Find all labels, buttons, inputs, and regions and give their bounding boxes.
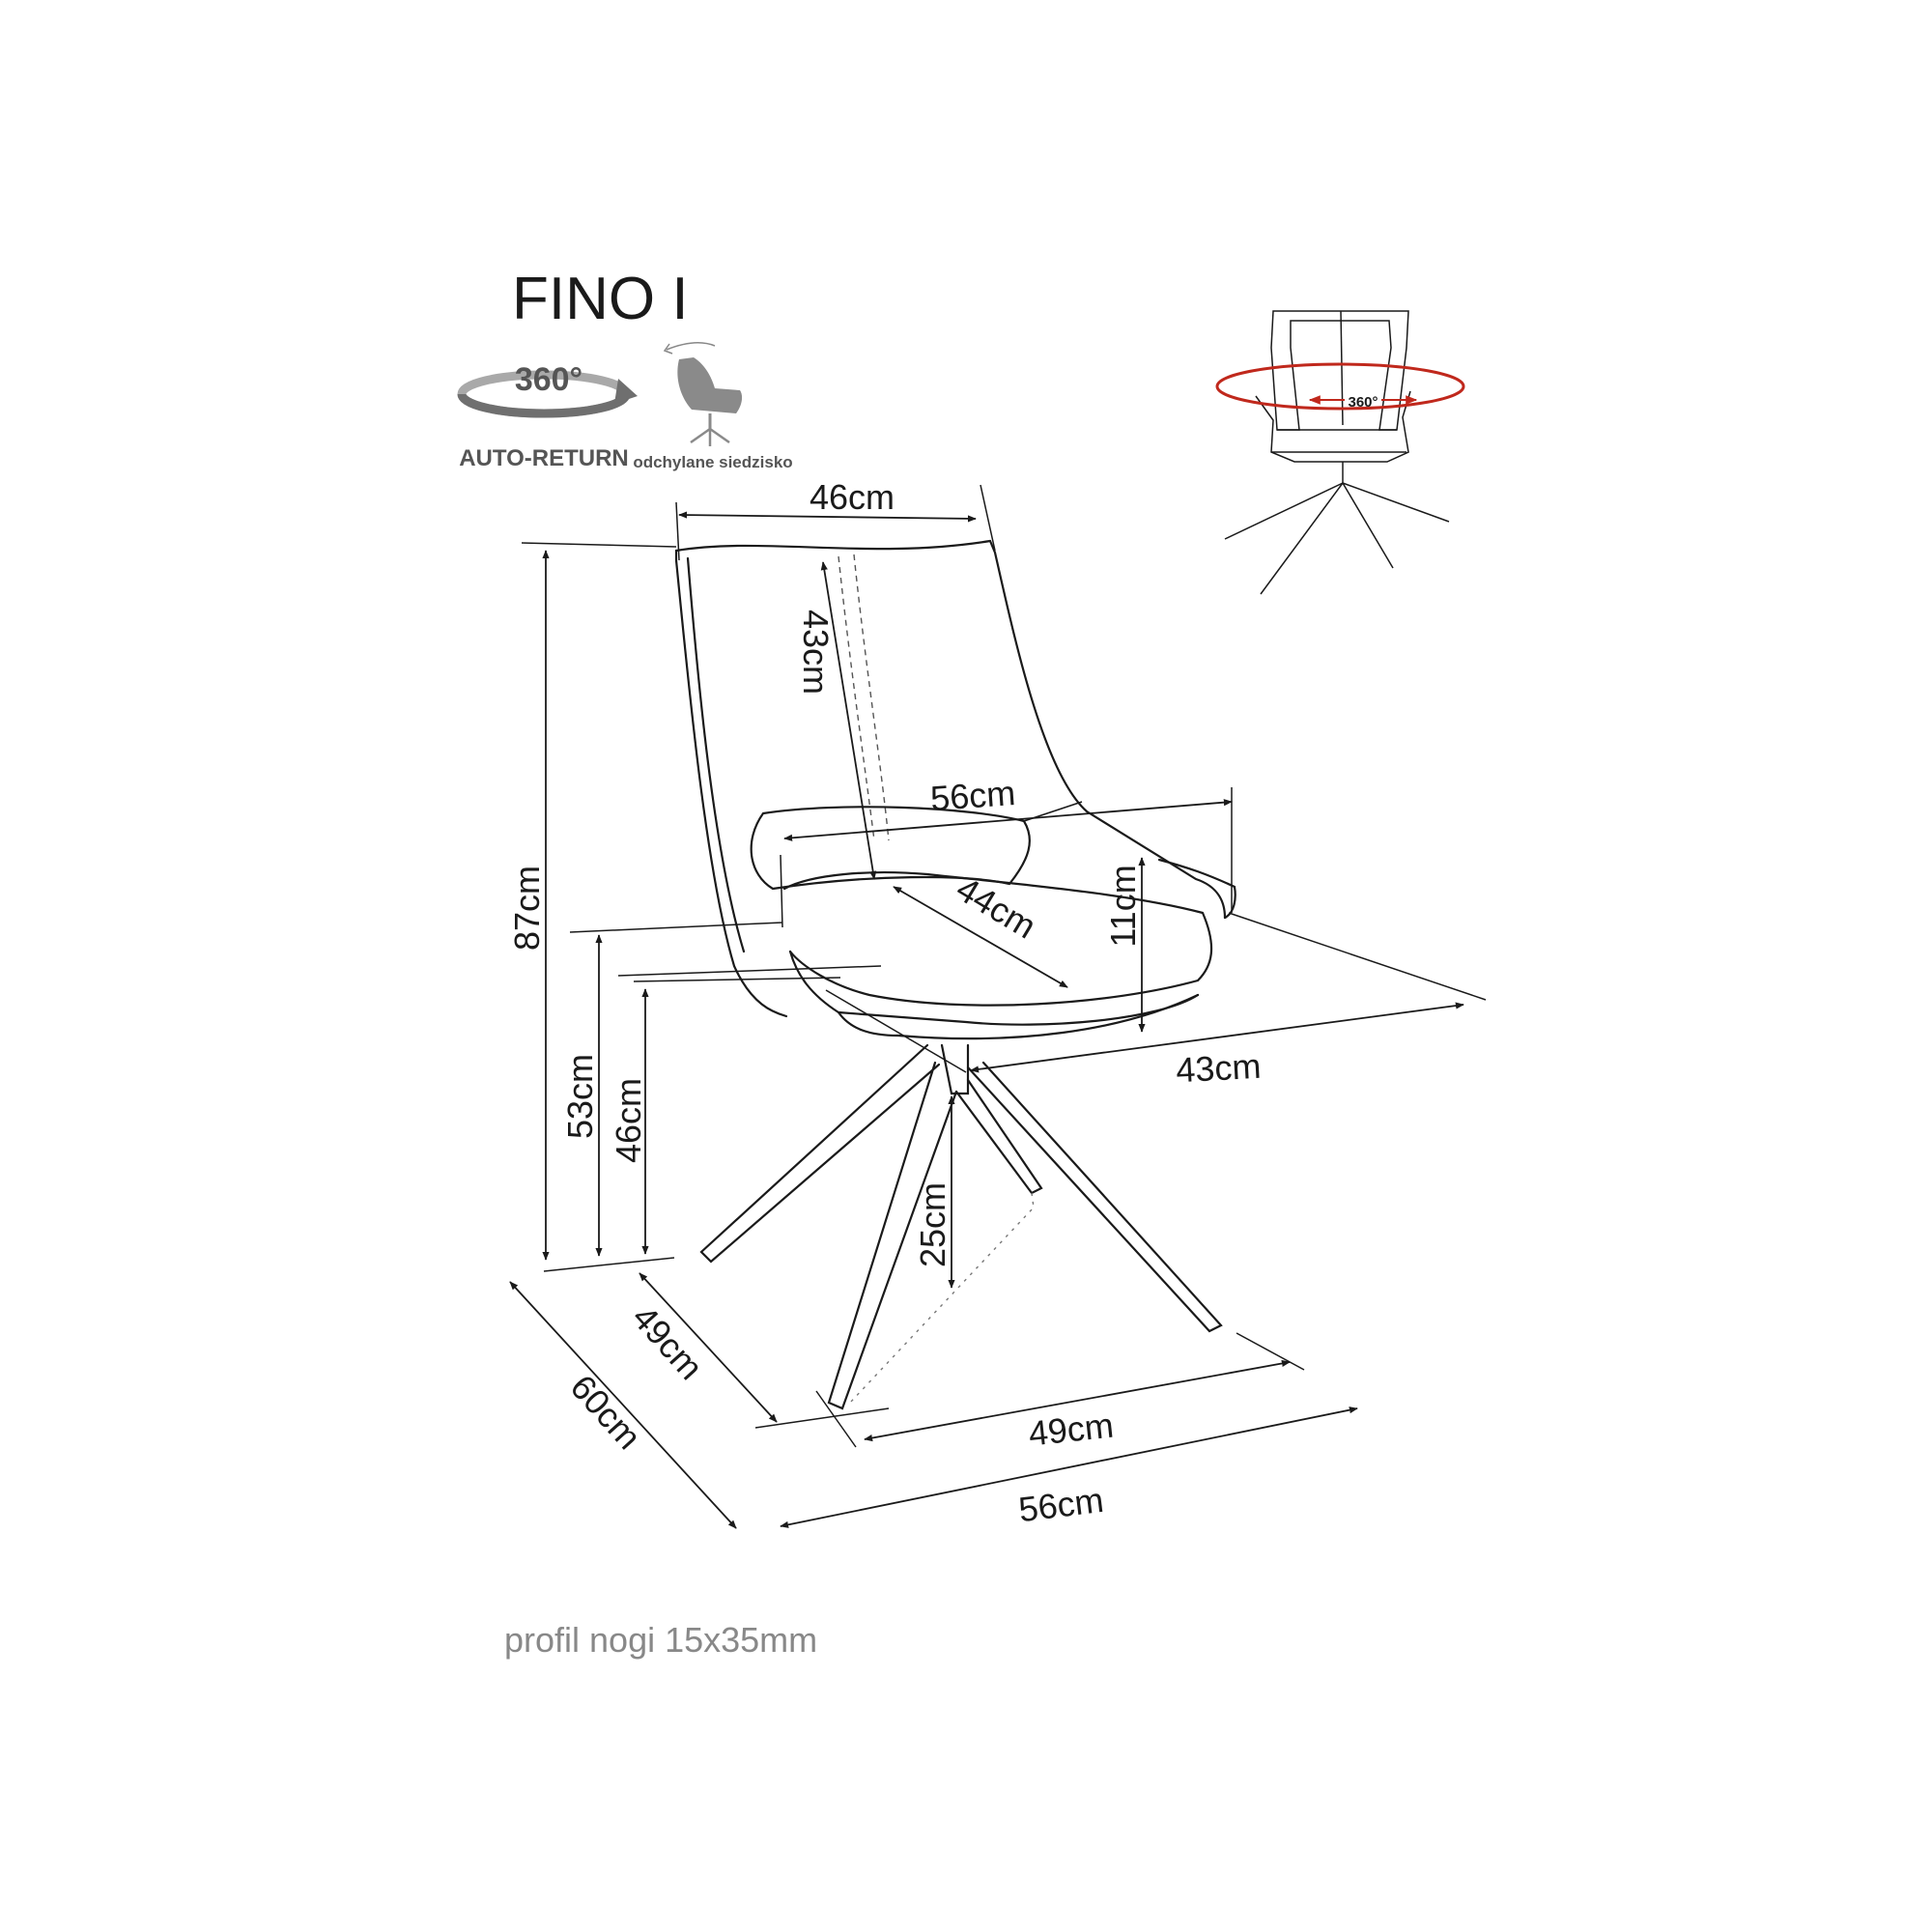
dim-armrest-floor-height: 53cm <box>560 1054 600 1139</box>
chair-leg <box>954 1078 1043 1195</box>
rotation-thumbnail: 360° <box>1215 310 1465 595</box>
tilt-seat-label: odchylane siedzisko <box>633 453 792 471</box>
chair-leg <box>699 1043 941 1264</box>
swivel-badge: 360° AUTO-RETURN <box>457 361 638 471</box>
swivel-degrees-label: 360° <box>515 361 582 398</box>
tilt-badge: odchylane siedzisko <box>633 342 793 471</box>
dim-seat-height: 46cm <box>609 1078 648 1163</box>
dim-seat-width-arms: 56cm <box>929 773 1017 818</box>
dim-back-width: 46cm <box>810 477 895 517</box>
dim-base-depth: 49cm <box>625 1297 711 1387</box>
chair-leg <box>966 1061 1223 1333</box>
dim-total-depth: 60cm <box>563 1367 649 1457</box>
dim-leg-clearance: 25cm <box>913 1182 952 1267</box>
tilting-chair-icon <box>663 342 743 446</box>
chair-leg <box>827 1061 958 1410</box>
chair-backrest <box>674 539 992 553</box>
thumbnail-rotation-label: 360° <box>1348 394 1378 411</box>
chair-seat <box>782 871 1213 1007</box>
dim-total-height: 87cm <box>507 866 547 951</box>
leg-profile-note: profil nogi 15x35mm <box>504 1620 817 1660</box>
dim-base-width: 49cm <box>1027 1406 1116 1454</box>
dim-seat-side-depth: 43cm <box>1175 1046 1262 1091</box>
rotation-ring-icon <box>1215 362 1465 411</box>
dim-armrest-height: 11cm <box>1103 865 1143 947</box>
thumbnail-chair <box>1224 310 1450 595</box>
dimension-lines <box>509 484 1487 1529</box>
chair-drawing <box>674 539 1236 1410</box>
dim-total-width: 56cm <box>1016 1480 1105 1529</box>
rotation-arrow-icon <box>457 370 638 418</box>
auto-return-label: AUTO-RETURN <box>459 445 629 471</box>
dim-back-height: 43cm <box>796 610 836 695</box>
product-title: FINO I <box>512 266 689 332</box>
dimension-labels: 46cm 43cm 56cm 44cm 11cm 87cm 53cm 46cm … <box>507 477 1262 1529</box>
dim-seat-depth: 44cm <box>950 868 1043 946</box>
